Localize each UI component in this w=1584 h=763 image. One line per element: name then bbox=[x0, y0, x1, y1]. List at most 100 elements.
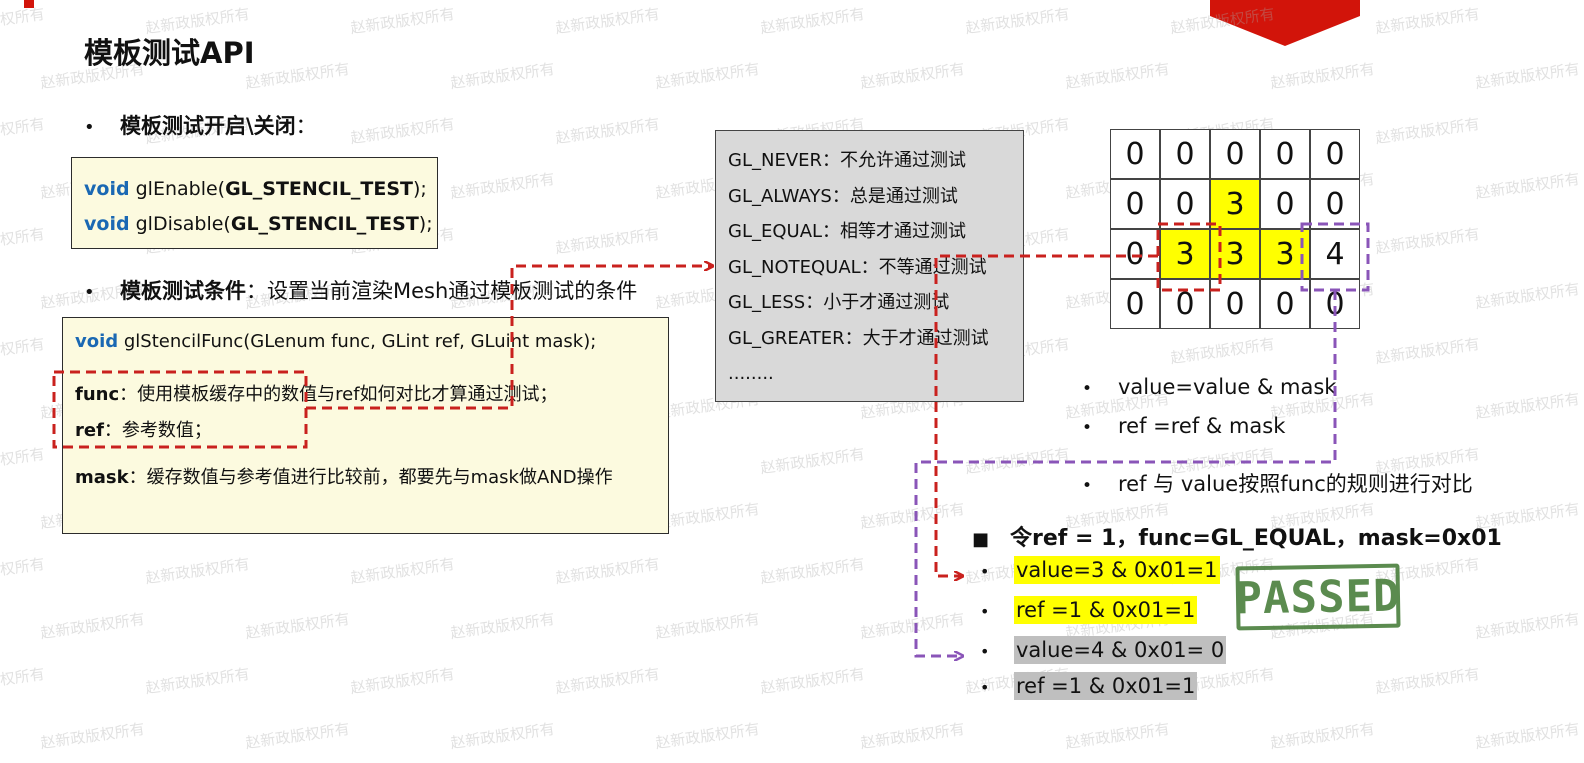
watermark-text: 赵新政版权所有 bbox=[0, 554, 46, 588]
watermark-text: 赵新政版权所有 bbox=[859, 609, 966, 643]
enable-section-bullet: •模板测试开启\关闭： bbox=[84, 110, 317, 140]
func-constant-item: GL_NEVER：不允许通过测试 bbox=[728, 150, 967, 171]
rule-item: •ref =ref & mask bbox=[1082, 414, 1285, 438]
bullet-dot: • bbox=[980, 678, 990, 697]
stencil-cell: 0 bbox=[1310, 279, 1360, 329]
enable-end: ); bbox=[413, 178, 427, 200]
bullet-dot: • bbox=[1082, 476, 1093, 496]
func-constant-item: GL_LESS：小于才通过测试 bbox=[728, 292, 950, 313]
watermark-text: 赵新政版权所有 bbox=[449, 609, 556, 643]
passed-stamp: PASSED bbox=[1235, 563, 1401, 631]
signature-text: glStencilFunc(GLenum func, GLint ref, GL… bbox=[118, 331, 597, 352]
condition-section-bullet: •模板测试条件：设置当前渲染Mesh通过模板测试的条件 bbox=[84, 275, 637, 305]
stencil-cell: 0 bbox=[1260, 179, 1310, 229]
watermark-text: 赵新政版权所有 bbox=[0, 664, 46, 698]
watermark-text: 赵新政版权所有 bbox=[964, 444, 1071, 478]
watermark-text: 赵新政版权所有 bbox=[0, 224, 46, 258]
watermark-text: 赵新政版权所有 bbox=[759, 444, 866, 478]
watermark-text: 赵新政版权所有 bbox=[554, 114, 661, 148]
mask-param-desc: ：缓存数值与参考值进行比较前，都要先与mask做AND操作 bbox=[128, 467, 613, 488]
rule-item: •ref 与 value按照func的规则进行对比 bbox=[1082, 468, 1473, 498]
mask-param-line: mask：缓存数值与参考值进行比较前，都要先与mask做AND操作 bbox=[75, 463, 613, 489]
watermark-text: 赵新政版权所有 bbox=[759, 4, 866, 38]
stencil-cell: 0 bbox=[1160, 279, 1210, 329]
func-param-label: func bbox=[75, 384, 120, 405]
bullet-dot: • bbox=[980, 642, 990, 661]
stencil-cell: 0 bbox=[1260, 129, 1310, 179]
watermark-text: 赵新政版权所有 bbox=[349, 664, 456, 698]
stencil-cell: 3 bbox=[1260, 229, 1310, 279]
watermark-text: 赵新政版权所有 bbox=[1474, 609, 1581, 643]
watermark-text: 赵新政版权所有 bbox=[1474, 59, 1581, 93]
enable-arg: GL_STENCIL_TEST bbox=[225, 178, 414, 200]
watermark-text: 赵新政版权所有 bbox=[654, 59, 761, 93]
stencil-cell: 0 bbox=[1160, 179, 1210, 229]
watermark-text: 赵新政版权所有 bbox=[554, 224, 661, 258]
watermark-text: 赵新政版权所有 bbox=[554, 664, 661, 698]
watermark-text: 赵新政版权所有 bbox=[144, 554, 251, 588]
page-title: 模板测试API bbox=[84, 36, 255, 70]
watermark-text: 赵新政版权所有 bbox=[0, 444, 46, 478]
disable-call: glDisable( bbox=[129, 213, 231, 235]
watermark-text: 赵新政版权所有 bbox=[1374, 664, 1481, 698]
watermark-text: 赵新政版权所有 bbox=[449, 169, 556, 203]
stencil-cell: 0 bbox=[1260, 279, 1310, 329]
watermark-text: 赵新政版权所有 bbox=[759, 554, 866, 588]
watermark-text: 赵新政版权所有 bbox=[1269, 59, 1376, 93]
watermark-text: 赵新政版权所有 bbox=[964, 4, 1071, 38]
watermark-text: 赵新政版权所有 bbox=[1374, 334, 1481, 368]
stencil-cell: 0 bbox=[1110, 279, 1160, 329]
watermark-text: 赵新政版权所有 bbox=[1374, 4, 1481, 38]
stencil-cell: 3 bbox=[1160, 229, 1210, 279]
enable-code-line: void glEnable(GL_STENCIL_TEST); bbox=[84, 172, 437, 207]
watermark-text: 赵新政版权所有 bbox=[654, 499, 761, 533]
example-item-text: ref =1 & 0x01=1 bbox=[1014, 672, 1198, 700]
func-constant-item: GL_ALWAYS：总是通过测试 bbox=[728, 185, 958, 207]
ref-param-label: ref bbox=[75, 420, 104, 441]
disable-code-line: void glDisable(GL_STENCIL_TEST); bbox=[84, 207, 437, 242]
example-item: •value=4 & 0x01= 0 bbox=[980, 636, 1227, 664]
example-item: •value=3 & 0x01=1 bbox=[980, 556, 1220, 584]
bullet-dot: • bbox=[1082, 379, 1093, 399]
watermark-text: 赵新政版权所有 bbox=[1269, 719, 1376, 753]
ref-param-desc: ：参考数值； bbox=[103, 420, 212, 441]
func-constant-more: ........ bbox=[728, 363, 774, 384]
watermark-text: 赵新政版权所有 bbox=[859, 499, 966, 533]
watermark-text: 赵新政版权所有 bbox=[349, 4, 456, 38]
stencil-cell: 3 bbox=[1210, 229, 1260, 279]
stencil-func-code-box: void glStencilFunc(GLenum func, GLint re… bbox=[62, 317, 669, 534]
bullet-dot: • bbox=[980, 562, 990, 581]
example-item-text: ref =1 & 0x01=1 bbox=[1014, 596, 1198, 624]
disable-arg: GL_STENCIL_TEST bbox=[230, 213, 419, 235]
rule-item: •value=value & mask bbox=[1082, 375, 1336, 399]
enable-section-colon: ： bbox=[295, 114, 317, 138]
watermark-text: 赵新政版权所有 bbox=[449, 719, 556, 753]
watermark-text: 赵新政版权所有 bbox=[1064, 59, 1171, 93]
bullet-dot: • bbox=[980, 602, 990, 621]
watermark-text: 赵新政版权所有 bbox=[1374, 224, 1481, 258]
watermark-text: 赵新政版权所有 bbox=[0, 4, 46, 38]
watermark-text: 赵新政版权所有 bbox=[859, 719, 966, 753]
stencil-cell: 0 bbox=[1110, 229, 1160, 279]
void-keyword: void bbox=[75, 331, 119, 352]
watermark-text: 赵新政版权所有 bbox=[244, 609, 351, 643]
bullet-dot: • bbox=[1082, 418, 1093, 438]
bullet-dot: • bbox=[84, 117, 95, 138]
enable-code-box: void glEnable(GL_STENCIL_TEST); void glD… bbox=[71, 157, 438, 249]
watermark-text: 赵新政版权所有 bbox=[1474, 279, 1581, 313]
watermark-text: 赵新政版权所有 bbox=[0, 114, 46, 148]
void-keyword: void bbox=[84, 178, 130, 200]
stencil-func-signature: void glStencilFunc(GLenum func, GLint re… bbox=[75, 331, 596, 352]
watermark-text: 赵新政版权所有 bbox=[554, 4, 661, 38]
watermark-text: 赵新政版权所有 bbox=[859, 59, 966, 93]
example-heading-text: 令ref = 1，func=GL_EQUAL，mask=0x01 bbox=[1010, 526, 1502, 551]
condition-section-heading: 模板测试条件 bbox=[120, 279, 246, 303]
func-constant-item: GL_GREATER：大于才通过测试 bbox=[728, 327, 989, 349]
void-keyword: void bbox=[84, 213, 130, 235]
watermark-text: 赵新政版权所有 bbox=[759, 664, 866, 698]
stencil-cell: 0 bbox=[1160, 129, 1210, 179]
stencil-cell: 0 bbox=[1110, 129, 1160, 179]
square-bullet-icon: ■ bbox=[972, 529, 990, 550]
top-banner-shape bbox=[1210, 0, 1360, 46]
